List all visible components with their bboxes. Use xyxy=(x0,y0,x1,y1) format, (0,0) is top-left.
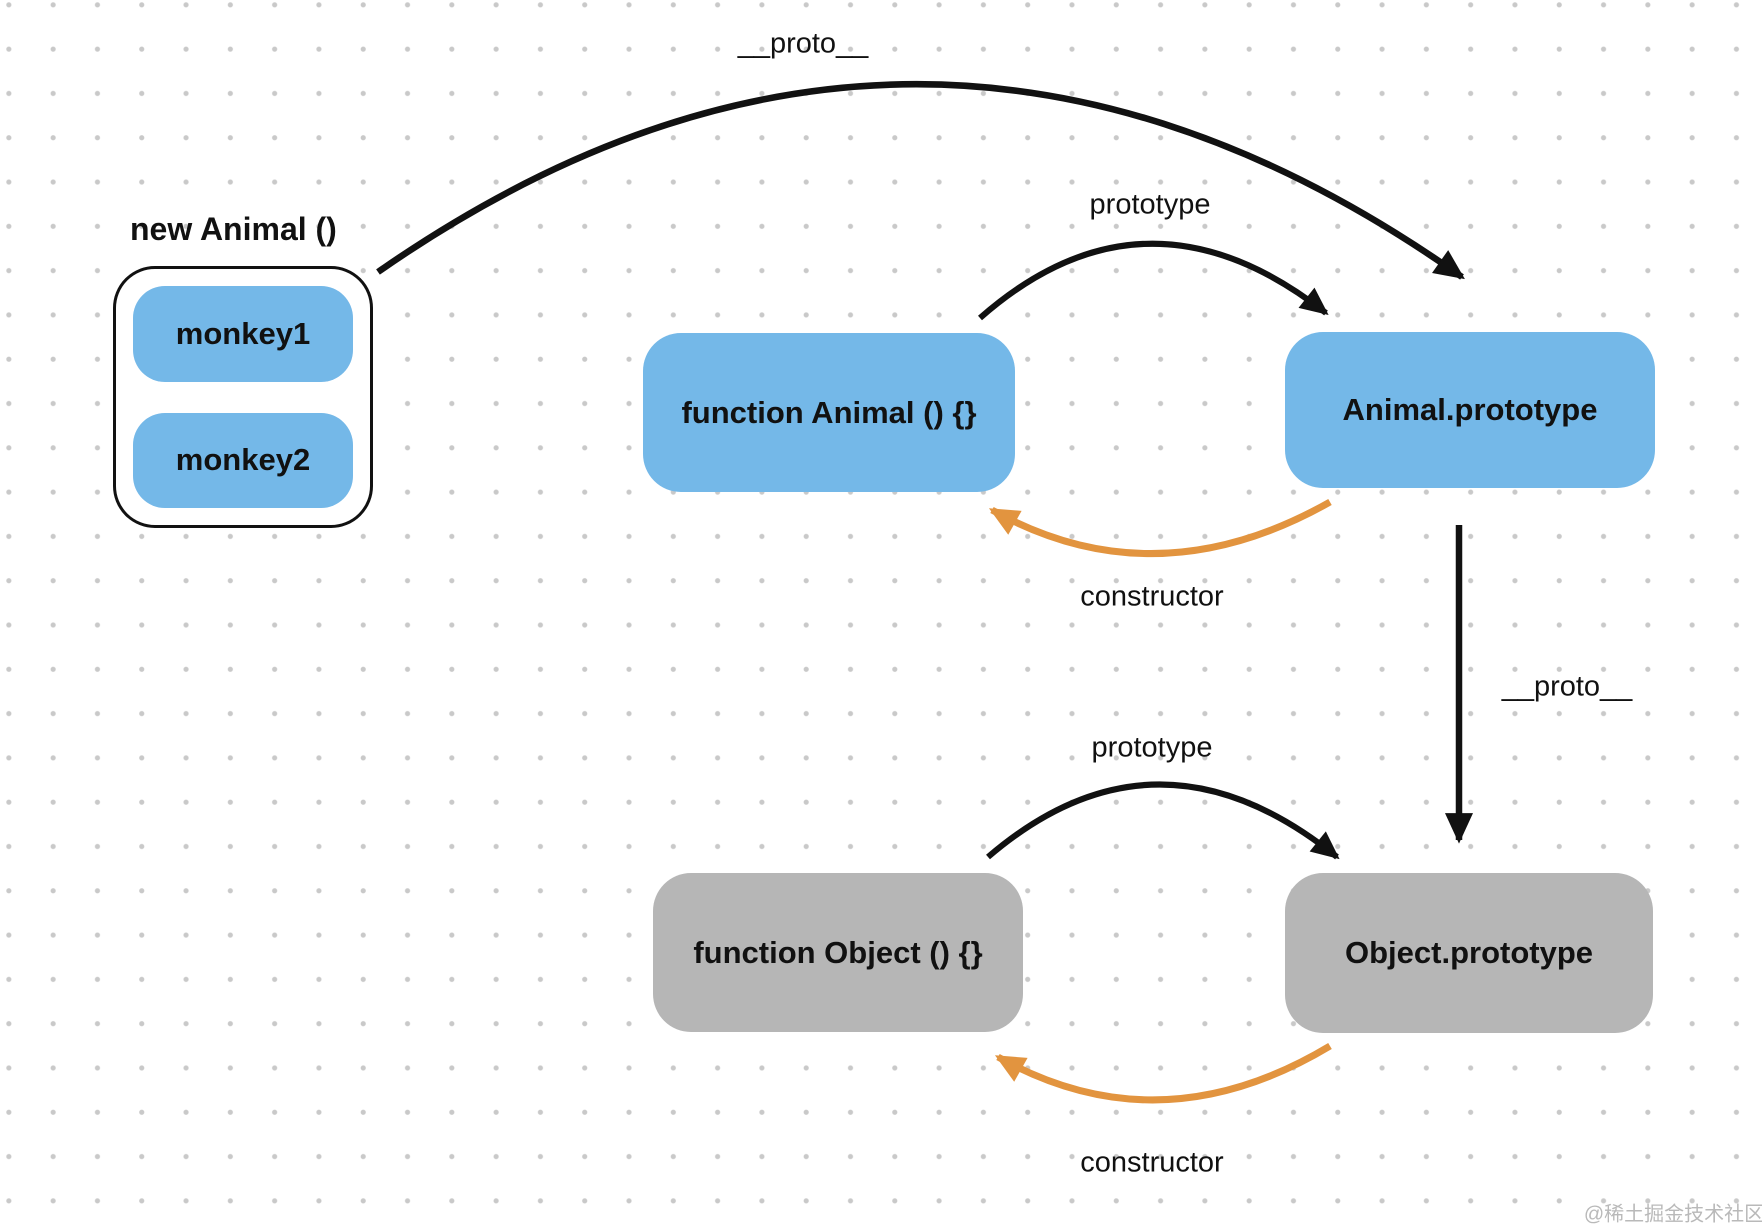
edge-constructor-object xyxy=(994,1042,1332,1104)
label-proto-right: __proto__ xyxy=(1501,670,1633,703)
instance-monkey1: monkey1 xyxy=(133,286,353,382)
label-constructor-lower: constructor xyxy=(1080,1146,1224,1179)
instance-monkey2: monkey2 xyxy=(133,412,353,508)
label-constructor-upper: constructor xyxy=(1080,580,1224,613)
instance-group-box: monkey1 monkey2 xyxy=(113,266,373,528)
edge-prototype-animal xyxy=(978,240,1329,321)
label-prototype-lower: prototype xyxy=(1091,731,1213,764)
edge-prototype-object xyxy=(986,781,1340,860)
node-function-object: function Object () {} xyxy=(653,873,1023,1032)
node-animal-prototype: Animal.prototype xyxy=(1285,332,1655,488)
edge-proto-instance-to-animal-prototype xyxy=(376,81,1465,280)
instance-group-title: new Animal () xyxy=(130,211,337,247)
node-function-animal: function Animal () {} xyxy=(643,333,1015,492)
edge-constructor-animal xyxy=(988,498,1332,557)
label-proto-top: __proto__ xyxy=(737,27,869,60)
node-object-prototype: Object.prototype xyxy=(1285,873,1653,1033)
watermark: @稀土掘金技术社区 xyxy=(1583,1203,1762,1226)
label-prototype-upper: prototype xyxy=(1089,188,1211,221)
